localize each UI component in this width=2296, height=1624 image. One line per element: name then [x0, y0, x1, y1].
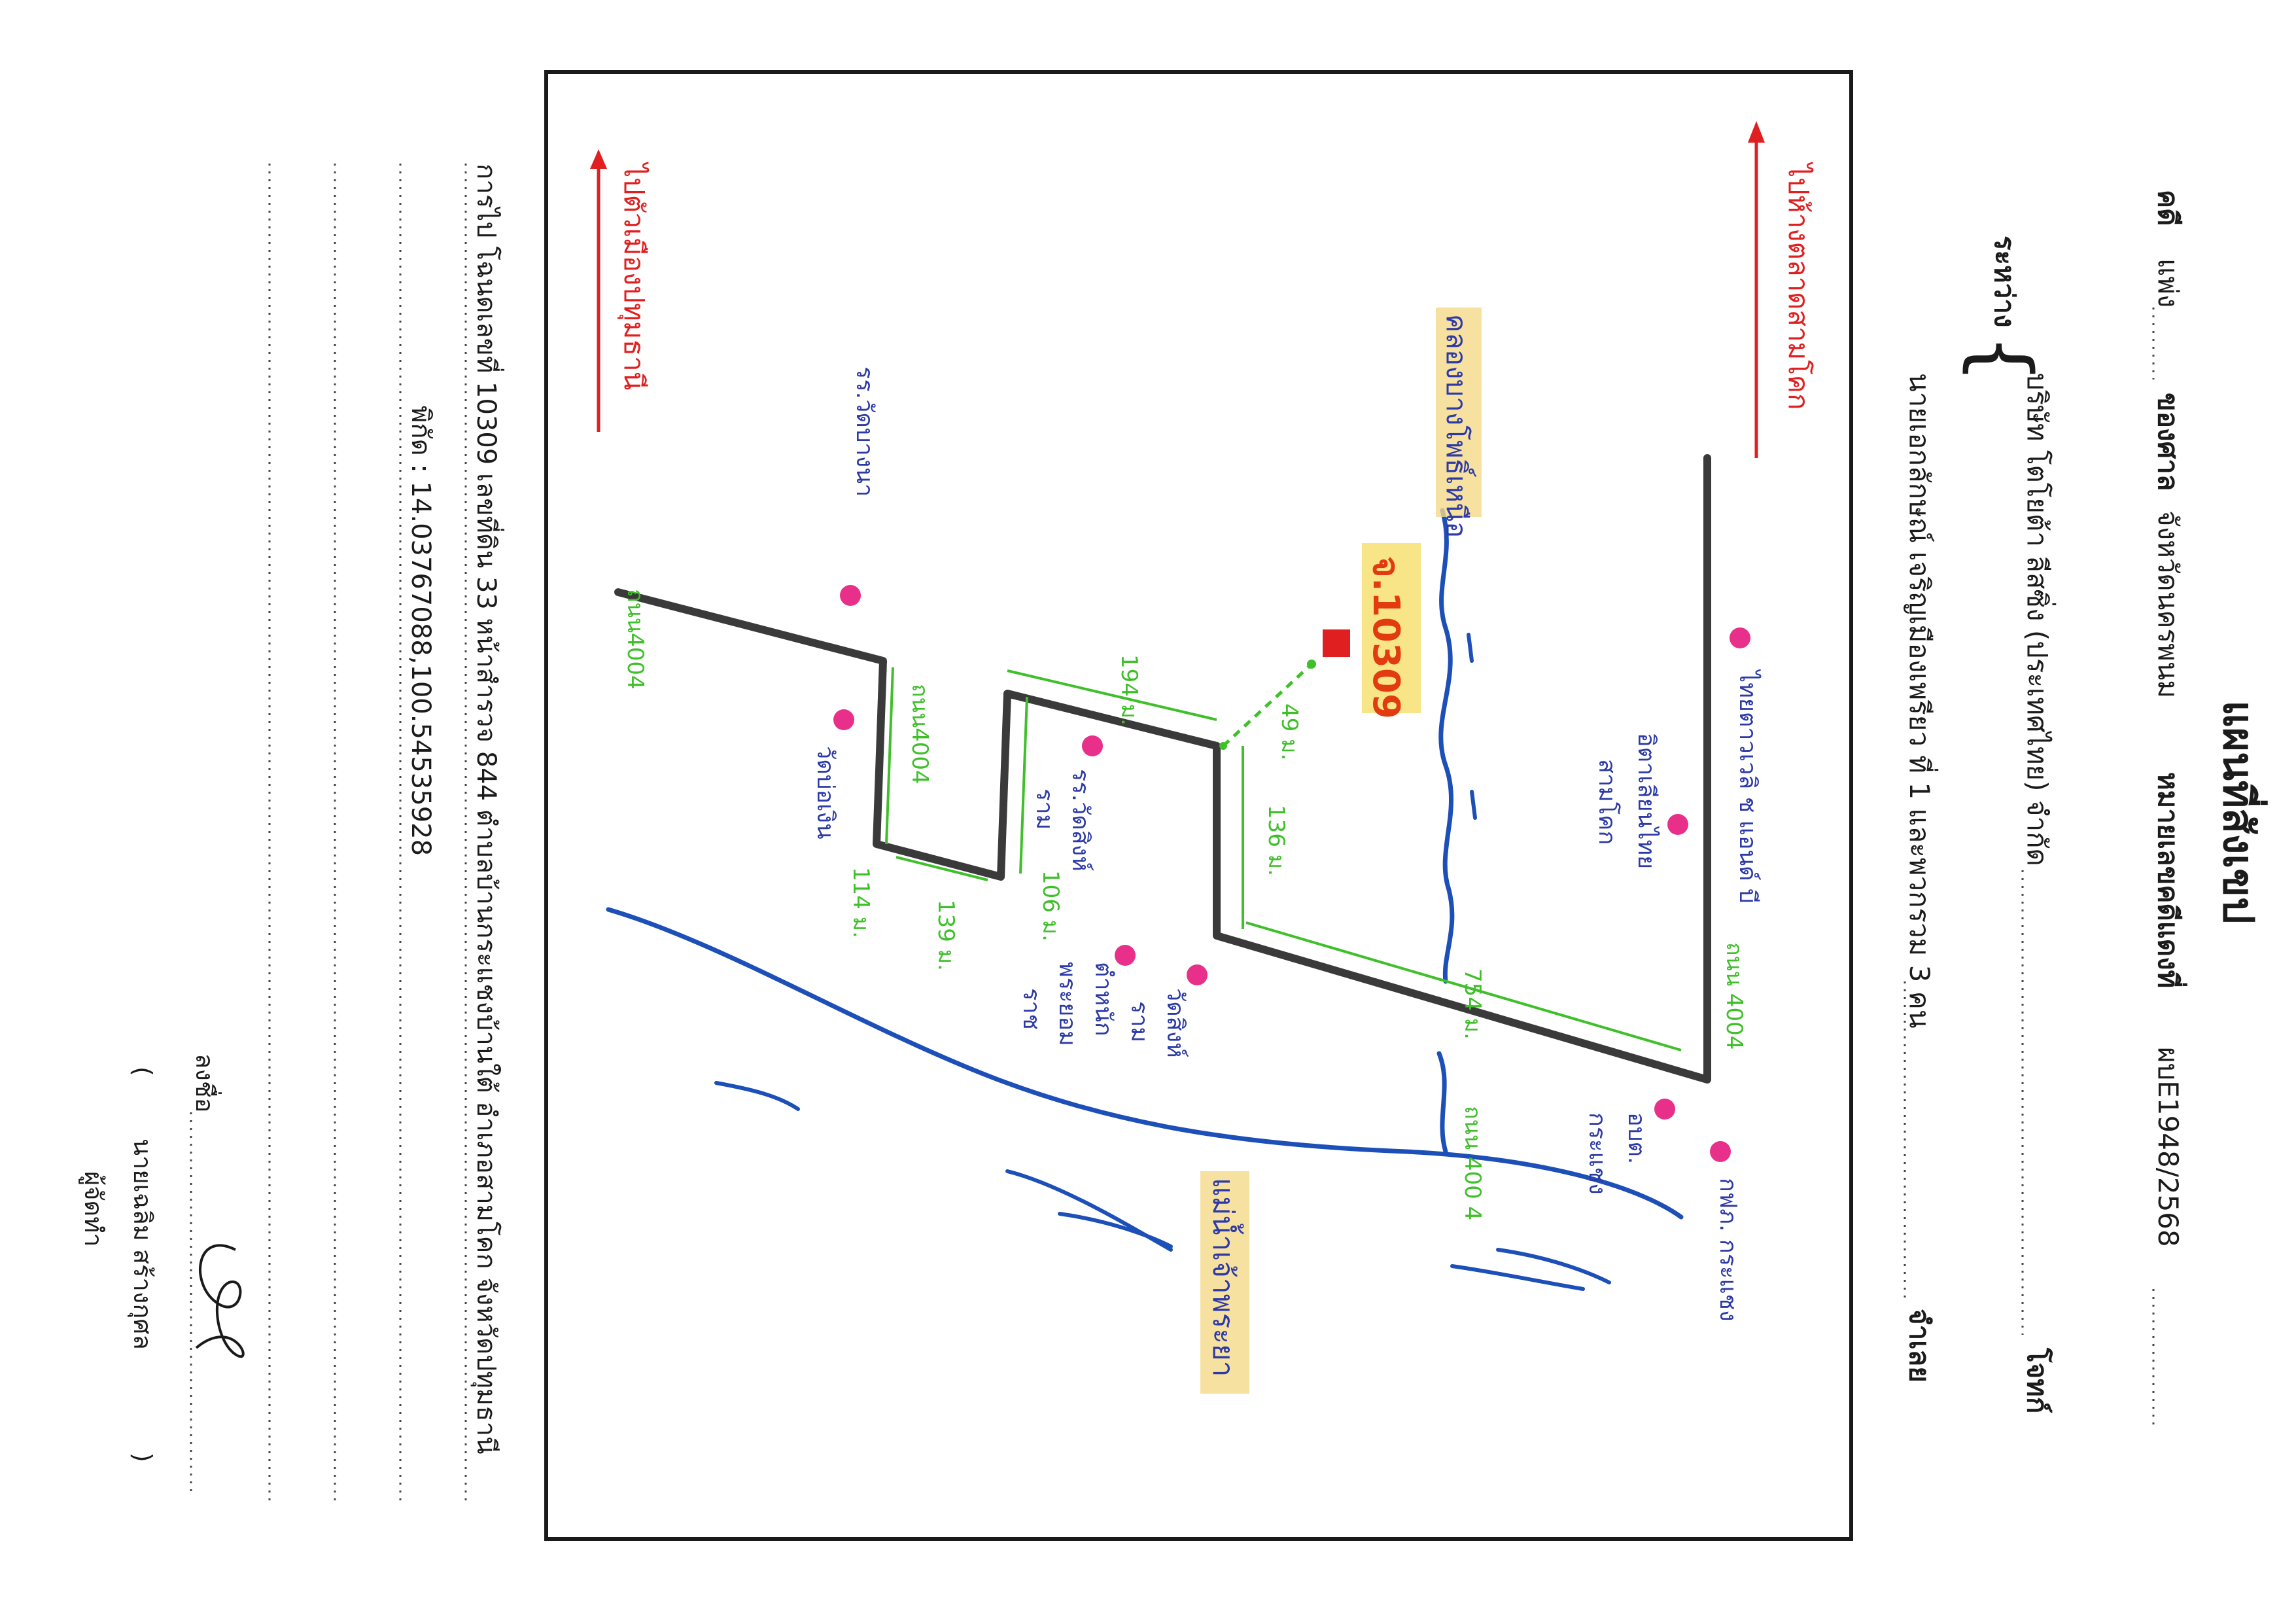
case-no-label: หมายเลขคดีแดงที่ — [2152, 772, 2187, 988]
landmark-label-7a: รร.วัดสิงห์ — [1067, 769, 1094, 872]
parcel-label-highlight — [1362, 543, 1421, 713]
dist-139: 139 ม. — [933, 900, 959, 971]
landmark-dot-5 — [1187, 964, 1208, 985]
signer-role: ผู้จัดทำ — [78, 1171, 108, 1247]
landmark-label-6c: ราช — [1018, 988, 1045, 1030]
signature-scribble — [195, 1244, 245, 1358]
landmark-label-3a: อบต. — [1623, 1112, 1650, 1164]
landmark-label-7b: ราม — [1031, 788, 1058, 830]
defendant-name: นายเอกลักษณ์ เจริญเมืองเพรียว ที่ 1 และพ… — [1904, 373, 1938, 1029]
canal-label-highlight — [1436, 308, 1482, 517]
directions-block: การไป โฉนดเลขที่ 10309 เลขที่ดิน 33 หน้า… — [268, 164, 504, 1505]
paren-open: ( — [128, 1067, 157, 1076]
landmark-label-2a: อิตาเลียนไทย — [1633, 733, 1660, 869]
dist-106: 106 ม. — [1037, 870, 1064, 942]
directions-line-1: การไป โฉนดเลขที่ 10309 เลขที่ดิน 33 หน้า… — [470, 164, 504, 1454]
arrow-to-city: ไปตัวเมืองปทุมธานี — [590, 149, 650, 432]
parcel-label: จ.10309 — [1365, 556, 1407, 719]
court-label: ของศาล — [2152, 393, 2184, 491]
landmark-label-2b: สามโคก — [1593, 759, 1621, 845]
arrow-to-market: ไปห้างตลาดสามโคก — [1748, 121, 1815, 458]
landmark-label-6b: พระยอม — [1054, 962, 1081, 1046]
dist-194: 194 ม. — [1116, 654, 1142, 726]
directions-line-2: พิกัด : 14.03767088,100.54535928 — [406, 406, 436, 856]
landmark-dot-4 — [1710, 1141, 1731, 1162]
case-type: แพ่ง — [2152, 258, 2184, 308]
road-label-d: ถนน4004 — [622, 589, 648, 690]
river: แม่น้ำเจ้าพระยา — [606, 907, 1684, 1394]
road-label-b: ถนน 400 4 — [1459, 1106, 1486, 1220]
map-frame — [544, 70, 1853, 1541]
river-label: แม่น้ำเจ้าพระยา — [1206, 1178, 1244, 1377]
dist-114: 114 ม. — [848, 867, 874, 938]
case-prefix: คดี — [2152, 190, 2184, 226]
between-brace: { — [1957, 334, 2047, 383]
landmark-dot-8 — [833, 709, 854, 730]
landmark-label-5a: วัดสิงห์ — [1162, 988, 1189, 1058]
page-title: แผนที่สังเขป — [2214, 700, 2268, 923]
landmark-label-5b: ราม — [1126, 1001, 1153, 1042]
dimensions — [885, 667, 1682, 1051]
canal: คลองบางโพธิ์เหนือ — [1436, 308, 1482, 1154]
landmark-dot-1 — [1730, 627, 1750, 648]
sign-label: ลงชื่อ — [190, 1053, 222, 1112]
arrow-top-label: ไปห้างตลาดสามโคก — [1783, 162, 1815, 410]
landmark-dot-7 — [1082, 735, 1103, 756]
landmark-dot-2 — [1667, 814, 1688, 835]
signer-name: นายเฉลิม สร้างกุศล — [128, 1139, 157, 1350]
river-label-highlight — [1200, 1171, 1249, 1394]
dist-136: 136 ม. — [1263, 805, 1289, 876]
dist-49: 49 ม. — [1276, 703, 1302, 760]
plaintiff-role: โจทก์ — [2021, 1347, 2053, 1413]
landmark-label-1: ไทยตาวเวลิ ช แอนด์ บี — [1734, 669, 1762, 904]
case-header: คดี แพ่ง ของศาล จังหวัดนครพนม หมายเลขคดี… — [1904, 190, 2187, 1426]
landmark-dot-3 — [1654, 1099, 1675, 1120]
road-label-a: ถนน 4004 — [1721, 942, 1747, 1050]
case-no: ผบE1948/2568 — [2152, 1047, 2184, 1247]
road-4004 — [614, 454, 1711, 1084]
landmark-label-8: วัดบ่อเงิน — [812, 746, 839, 839]
landmark-label-4: กฟภ. กระแชง — [1714, 1178, 1741, 1322]
between-label: ระหว่าง — [1989, 236, 2021, 327]
landmarks: ไทยตาวเวลิ ช แอนด์ บี อิตาเลียนไทย สามโค… — [812, 366, 1762, 1322]
road-label-c: ถนน4004 — [907, 684, 933, 785]
landmark-dot-6 — [1115, 945, 1136, 966]
landmark-dot-9 — [840, 585, 861, 606]
dist-754: 754 ม. — [1459, 968, 1486, 1040]
landmark-label-3b: กระแชง — [1584, 1112, 1610, 1195]
defendant-role: จำเลย — [1904, 1309, 1936, 1383]
plaintiff-name: บริษัท โตโยต้า ลีสซิ่ง (ประเทศไทย) จำกัด — [2021, 373, 2056, 866]
canal-label: คลองบางโพธิ์เหนือ — [1440, 314, 1476, 538]
parcel-marker — [1323, 629, 1350, 657]
landmark-label-6a: ตำหนัก — [1090, 962, 1117, 1036]
arrow-bottom-label: ไปตัวเมืองปทุมธานี — [617, 162, 650, 390]
parcel-10309: จ.10309 49 ม. — [1219, 543, 1421, 760]
landmark-label-9: รร.วัดบางนา — [851, 366, 878, 497]
paren-close: ) — [128, 1453, 157, 1462]
court-name: จังหวัดนครพนม — [2152, 510, 2184, 698]
signature-block: ลงชื่อ ( นายเฉลิม สร้างกุศล ) ผู้จัดทำ — [78, 1053, 222, 1492]
